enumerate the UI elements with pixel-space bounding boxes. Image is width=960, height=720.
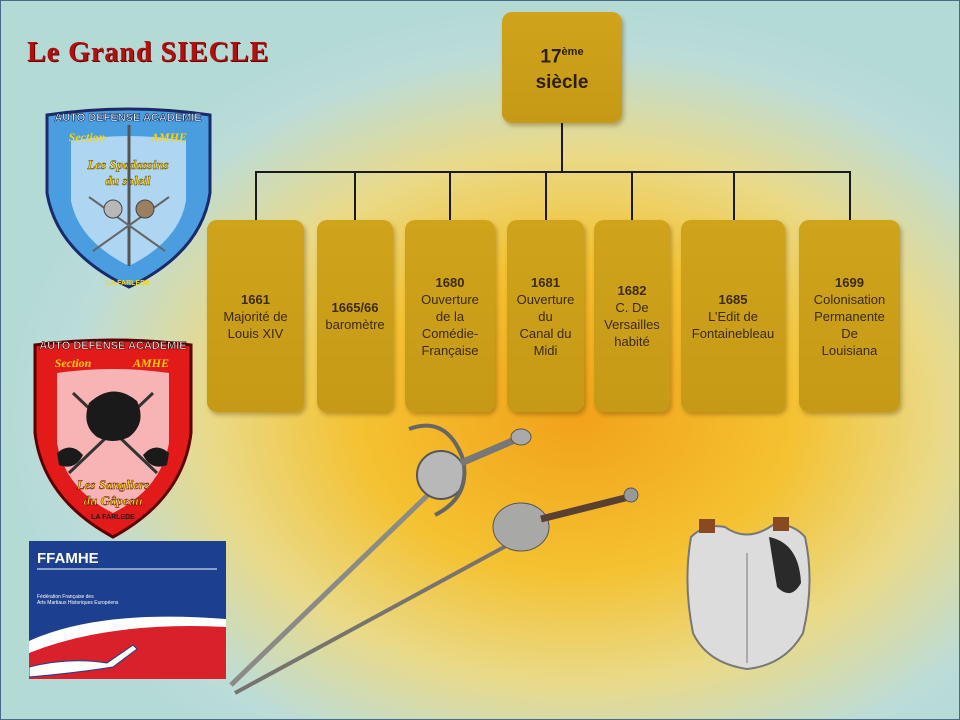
slide-title: Le Grand SIECLE xyxy=(27,37,270,68)
rapier-pommel xyxy=(510,428,532,446)
ffamhe-white-wave xyxy=(29,616,226,653)
connector-drop-4 xyxy=(545,171,547,221)
event-year: 1661 xyxy=(241,291,270,307)
ffamhe-line2: Arts Martiaux Historiques Européens xyxy=(37,600,119,606)
rapier-swords-image xyxy=(229,423,639,695)
shield-banner-text: AUTO DEFENSE ACADEMIE xyxy=(39,340,186,352)
event-text-line: du xyxy=(538,308,553,324)
fencer-arm-icon xyxy=(29,644,138,678)
event-box-1661: 1661 Majorité de Louis XIV xyxy=(207,220,304,412)
boar-head-icon xyxy=(86,391,141,441)
shield-banner-text: AUTO DEFENSE ACADEMIE xyxy=(54,112,201,124)
dagger-blade xyxy=(234,525,542,695)
event-text-line: C. De xyxy=(615,300,649,315)
event-box-1682: 1682 C. De Versailles habité xyxy=(594,220,670,412)
event-year: 1665/66 xyxy=(331,300,379,315)
event-text-line: habité xyxy=(614,334,650,349)
event-year: 1682 xyxy=(617,283,647,298)
event-text-line: Louis XIV xyxy=(227,325,284,341)
sword-icon xyxy=(88,196,166,252)
event-box-1681: 1681 Ouverture du Canal du Midi xyxy=(507,220,584,412)
cuirass-strap xyxy=(773,517,789,531)
ffamhe-name: FFAMHE xyxy=(37,550,99,567)
event-text-line: Versailles xyxy=(604,317,660,332)
dagger-guard xyxy=(492,502,550,552)
connector-trunk xyxy=(561,123,563,172)
cuirass-body xyxy=(686,523,811,671)
shield-name-line2: du Gâpeau xyxy=(84,493,143,508)
connector-horizontal xyxy=(255,171,851,173)
root-century-word: siècle xyxy=(535,71,589,93)
connector-drop-5 xyxy=(631,171,633,221)
hilt-icon xyxy=(135,199,155,219)
event-text-line: Fontainebleau xyxy=(691,325,775,341)
cuirass-image xyxy=(686,517,811,671)
shield-spadassins-logo: AUTO DEFENSE ACADEMIE Section AMHE Les S… xyxy=(45,107,212,289)
event-text-line: Comédie- xyxy=(421,325,479,341)
event-text-line: Majorité de xyxy=(223,308,288,324)
event-year: 1680 xyxy=(435,274,465,290)
connector-drop-2 xyxy=(354,171,356,221)
event-year: 1699 xyxy=(835,274,864,290)
ffamhe-line1: Fédération Française des xyxy=(37,594,94,600)
event-year: 1685 xyxy=(718,291,748,307)
connector-drop-6 xyxy=(733,171,735,221)
event-text-line: Ouverture xyxy=(516,291,575,307)
shield-name-line1: Les Sangliers xyxy=(76,477,150,492)
event-year: 1681 xyxy=(531,274,560,290)
connector-drop-3 xyxy=(449,171,451,221)
rapier-blade xyxy=(229,461,463,687)
rapier-grip xyxy=(459,435,519,467)
event-text-line: Louisiana xyxy=(821,342,878,358)
shield-amhe-text: AMHE xyxy=(132,356,169,370)
connector-drop-7 xyxy=(849,171,851,221)
shield-town-text: LA FARLEDE xyxy=(91,514,135,521)
event-text-line: L’Edit de xyxy=(708,308,758,324)
ffamhe-logo: FFAMHE Fédération Française des Arts Mar… xyxy=(29,541,226,679)
boar-head-icon xyxy=(57,447,83,467)
event-text-line: De xyxy=(841,325,858,341)
event-box-1680: 1680 Ouverture de la Comédie- Française xyxy=(405,220,495,412)
sword-icon xyxy=(92,196,170,252)
shield-amhe-text: AMHE xyxy=(150,130,187,144)
shield-town-text: LA FARLEDE xyxy=(106,280,150,287)
root-century-suffix: ème xyxy=(561,46,584,59)
event-box-1685: 1685 L’Edit de Fontainebleau xyxy=(681,220,785,412)
shield-section-text: Section xyxy=(55,356,92,370)
cuirass-strap xyxy=(699,519,715,533)
shield-section-text: Section xyxy=(69,130,106,144)
event-text-line: Ouverture xyxy=(421,291,479,307)
dagger-pommel xyxy=(623,487,639,503)
event-text-line: Colonisation xyxy=(813,291,886,307)
root-box-17th-century: 17ème siècle xyxy=(502,12,622,123)
event-text-line: Française xyxy=(421,342,479,358)
cuirass-shadow xyxy=(769,537,801,594)
event-text-line: de la xyxy=(435,308,465,324)
event-text-line: Canal du xyxy=(519,325,572,341)
boar-head-icon xyxy=(143,447,169,467)
hilt-icon xyxy=(103,199,123,219)
shield-sangliers-logo: AUTO DEFENSE ACADEMIE Section AMHE Les S… xyxy=(33,338,193,539)
root-century-number: 17ème xyxy=(540,46,584,68)
event-box-1699: 1699 Colonisation Permanente De Louisian… xyxy=(799,220,900,412)
event-box-1665-66: 1665/66 baromètre xyxy=(317,220,393,412)
event-text-line: Midi xyxy=(533,342,558,358)
event-text-line: baromètre xyxy=(325,317,385,332)
connector-drop-1 xyxy=(255,171,257,221)
dagger-grip xyxy=(540,493,630,523)
event-text-line: Permanente xyxy=(814,308,885,324)
